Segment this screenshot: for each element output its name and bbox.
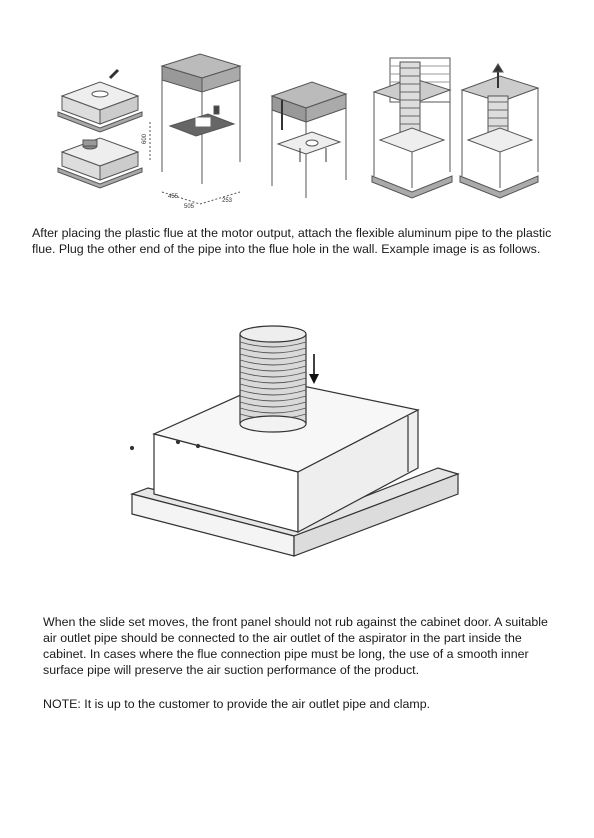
step-hood-with-pipe-adapter	[57, 137, 143, 189]
hood-side	[297, 409, 419, 533]
flue-instructions-paragraph: After placing the plastic flue at the mo…	[32, 226, 552, 256]
installation-steps-figure: 600 455 505 253	[50, 52, 540, 212]
outlet-pipe-instructions-paragraph: When the slide set moves, the front pane…	[43, 615, 548, 677]
step-hood-with-flue	[57, 68, 143, 133]
hood-with-pipe-figure	[118, 318, 484, 566]
dimension-label: 455	[168, 194, 179, 200]
step-cabinet-cutout	[270, 81, 348, 198]
dimension-label: 253	[222, 198, 233, 204]
dimension-label: 600	[142, 133, 148, 144]
step-pipe-to-wall	[371, 57, 453, 199]
step-cabinet-dimensions	[149, 53, 242, 205]
step-pipe-upward	[459, 63, 540, 199]
flexible-aluminum-pipe	[239, 325, 307, 433]
dimension-label: 505	[184, 204, 195, 210]
note-paragraph: NOTE: It is up to the customer to provid…	[43, 697, 431, 711]
